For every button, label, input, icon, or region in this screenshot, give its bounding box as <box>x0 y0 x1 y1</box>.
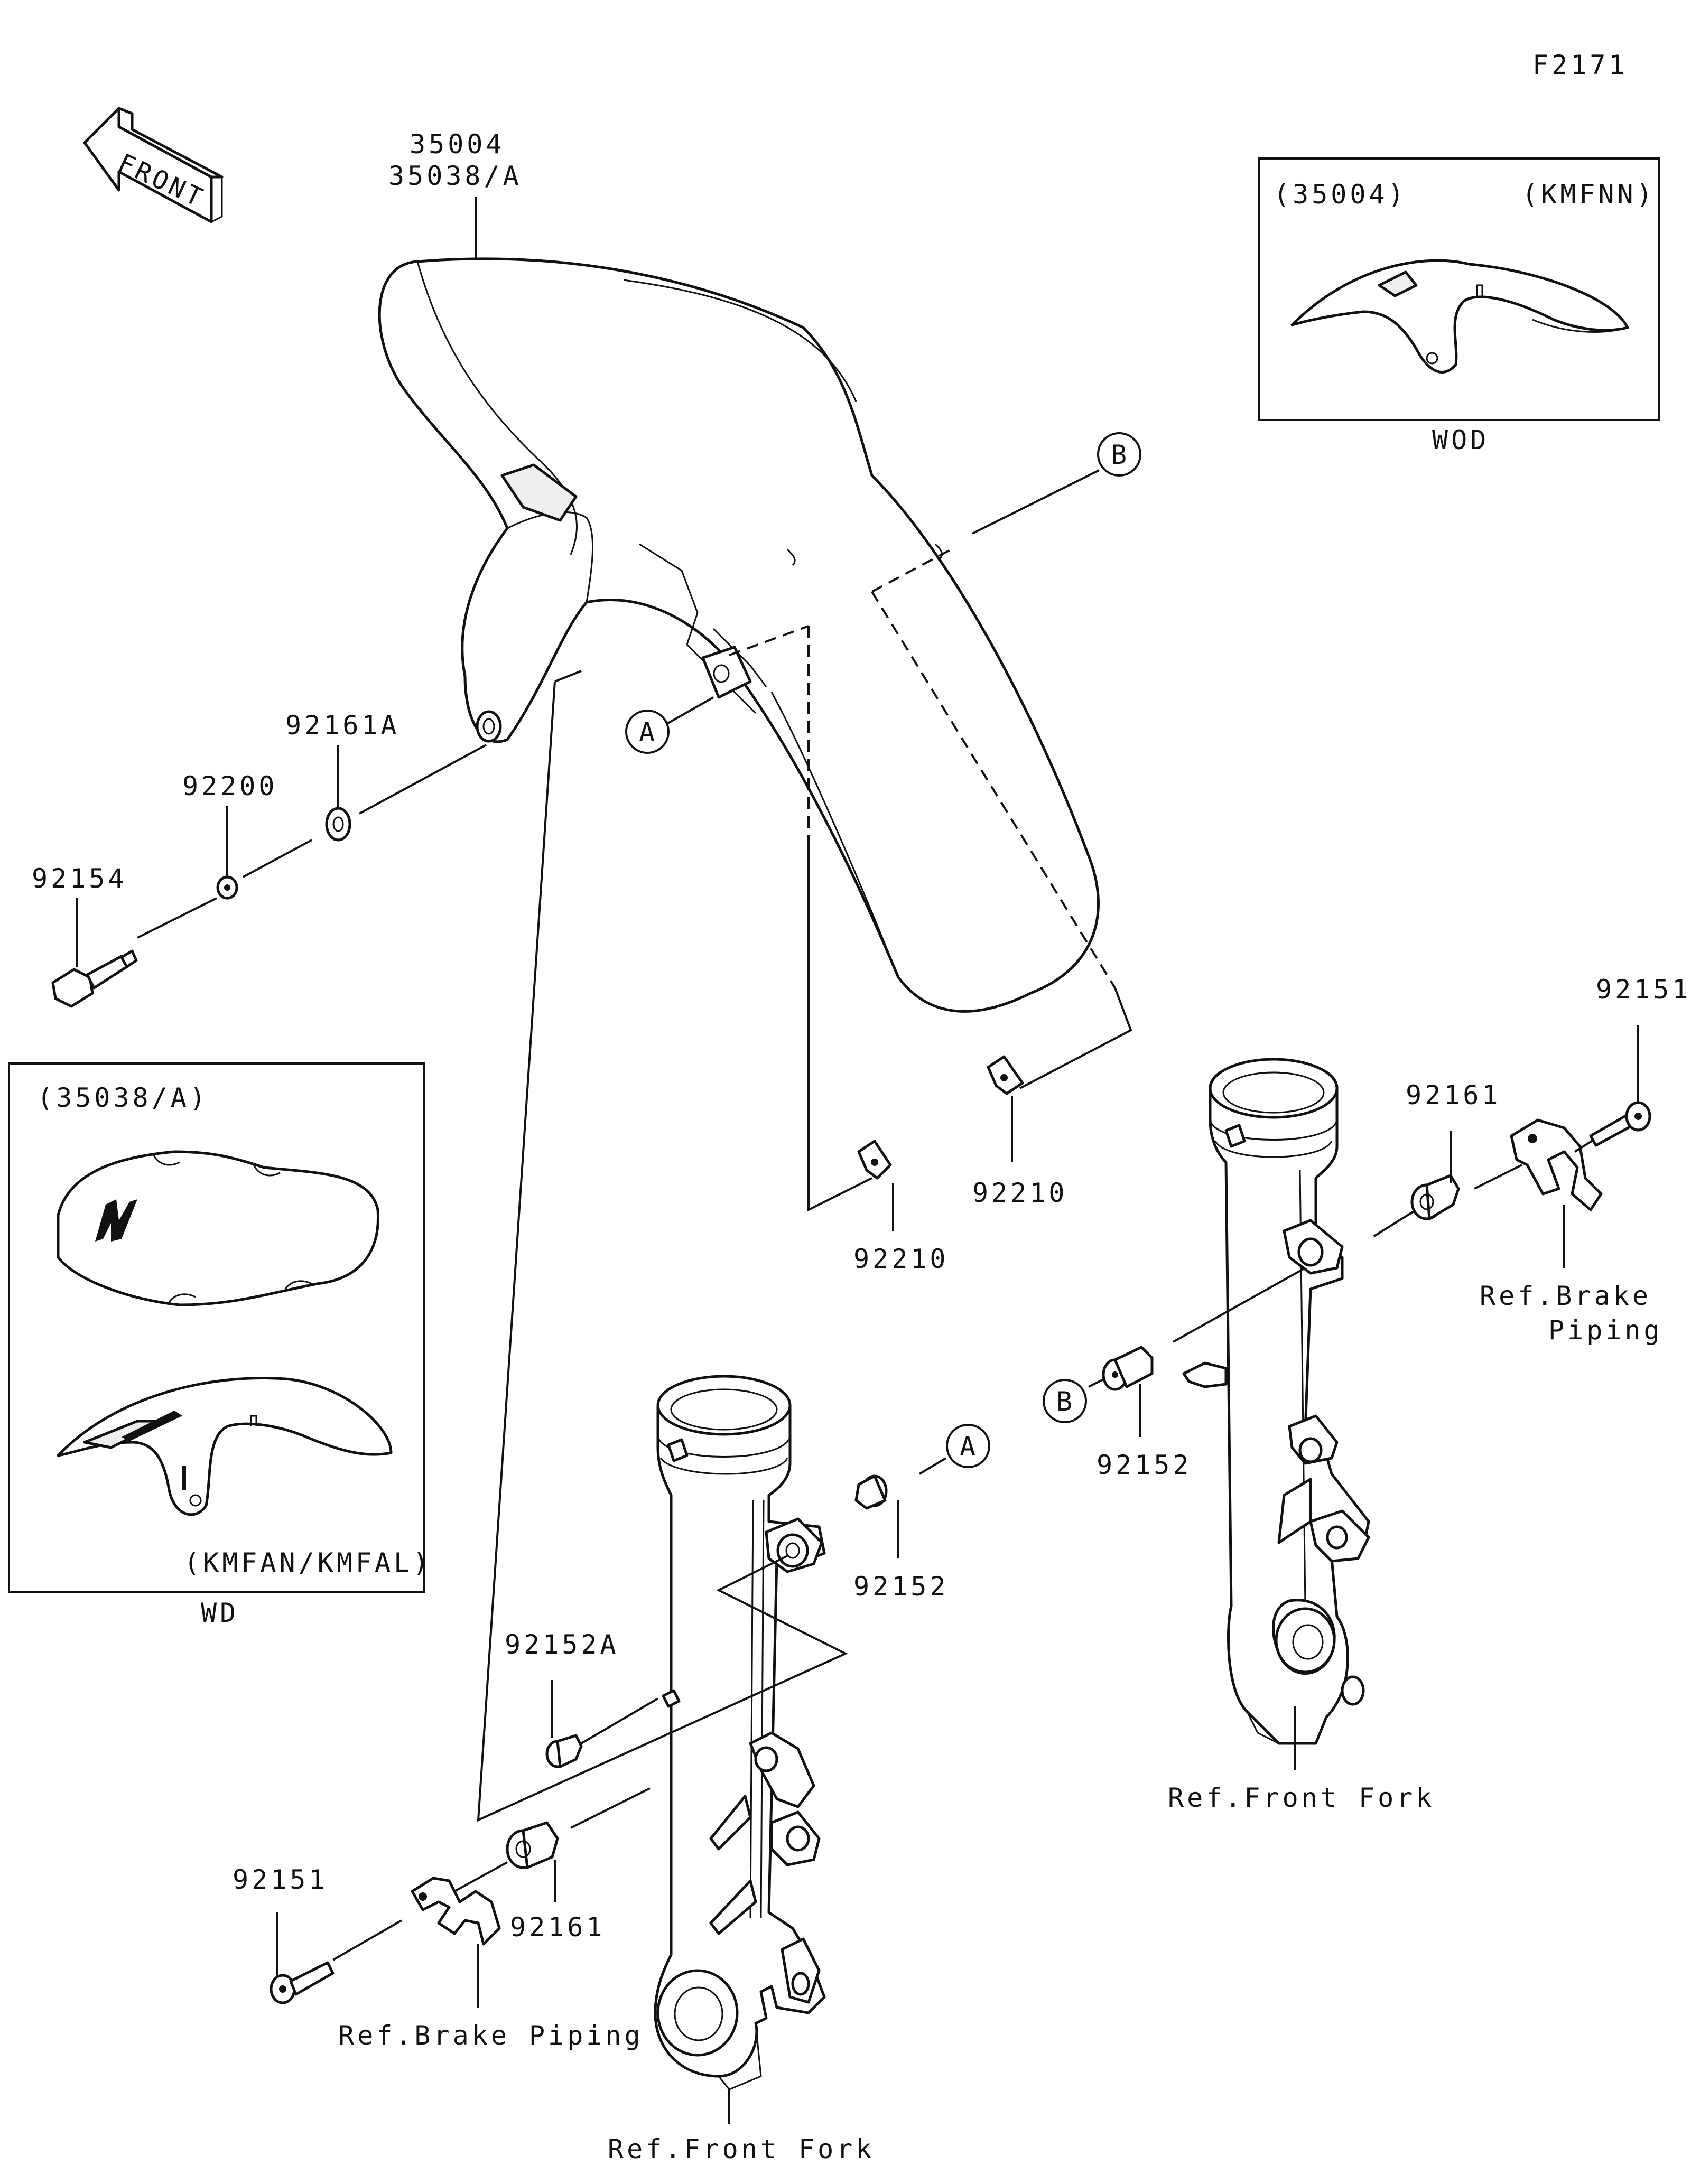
label-92161-right: 92161 <box>1406 1080 1501 1110</box>
inset-wd-header: (35038/A) <box>37 1082 209 1113</box>
callout-b-leader <box>972 469 1100 535</box>
callout-b-top: B <box>1111 440 1130 470</box>
fender-to-fork-leader <box>477 681 848 1822</box>
ref-brake-piping-left: Ref.Brake Piping <box>338 2020 644 2051</box>
ref-front-fork-left: Ref.Front Fork <box>608 2134 875 2164</box>
callout-a-center: A <box>960 1431 979 1462</box>
grommet-92161-right-icon <box>1410 1174 1460 1220</box>
brake-bracket-right-icon <box>1510 1118 1603 1211</box>
clip-nut-92210-right-icon <box>987 1055 1024 1095</box>
bolt-92152-center-icon <box>854 1474 888 1510</box>
bolt-92152A-icon <box>545 1734 583 1768</box>
inset-wod-frame <box>1258 157 1660 421</box>
label-92152-right: 92152 <box>1097 1450 1192 1480</box>
bolt-92152-right-icon <box>1102 1346 1154 1391</box>
label-92152A: 92152A <box>505 1629 619 1660</box>
front-arrow-icon: FRONT <box>83 107 224 223</box>
front-fender-drawing <box>378 257 1100 1013</box>
brake-bracket-left-icon <box>411 1877 501 1946</box>
label-92151-right: 92151 <box>1596 974 1691 1005</box>
center-bolt-axis-line <box>580 1697 659 1744</box>
bolt-92154-icon <box>51 949 138 1008</box>
inset-wd-fender-side-drawing <box>57 1377 393 1516</box>
right-grommet-axis-line <box>1373 1209 1417 1237</box>
fender-part-number-2: 35038/A <box>388 161 522 191</box>
grommet-92161A-icon <box>325 807 351 842</box>
figure-id: F2171 <box>1532 50 1628 80</box>
clip-nut-92210-left-icon <box>857 1140 892 1180</box>
left-bracket-axis-line <box>454 1861 508 1892</box>
label-92200: 92200 <box>182 771 278 801</box>
inset-wod-fender-drawing <box>1290 259 1629 374</box>
callout-a-circle-center <box>946 1424 990 1468</box>
leader-92210-right <box>1019 987 1132 1089</box>
label-92161-left: 92161 <box>510 1912 606 1943</box>
fender-to-fork-leader-top <box>554 670 582 683</box>
inset-wod-caption: WOD <box>1432 425 1489 455</box>
bolt-leader-line-3 <box>137 897 217 939</box>
bolt-92151-right-icon <box>1589 1101 1651 1147</box>
ref-brake-piping-right-2: Piping <box>1548 1315 1663 1346</box>
right-bracket-axis-line <box>1474 1164 1522 1190</box>
center-grommet-axis-line <box>570 1787 651 1829</box>
grommet-92161-left-icon <box>506 1821 559 1869</box>
ref-front-fork-right: Ref.Front Fork <box>1168 1782 1435 1813</box>
inset-wd-caption: WD <box>201 1598 239 1628</box>
inset-wd-frame <box>8 1062 425 1593</box>
right-bolt-axis-line <box>1173 1267 1306 1343</box>
callout-a-circle-top <box>625 710 670 754</box>
fender-part-number-1: 35004 <box>410 129 505 160</box>
inset-wd-fender-top-drawing <box>57 1150 380 1306</box>
callout-a-center-leader <box>918 1457 947 1475</box>
label-92210-left: 92210 <box>853 1244 949 1274</box>
callout-a-leader <box>666 696 714 725</box>
bolt-92151-left-icon <box>270 1961 335 2004</box>
leader-92210-left <box>807 835 872 1212</box>
label-92161A: 92161A <box>285 710 400 741</box>
inset-wd-footer: (KMFAN/KMFAL) <box>184 1547 432 1578</box>
callout-b-circle-top <box>1097 432 1141 477</box>
right-fork-leg-drawing <box>1182 1058 1370 1745</box>
label-92154: 92154 <box>32 863 127 894</box>
left-bolt-line <box>332 1919 402 1961</box>
bolt-leader-line-2 <box>243 839 312 878</box>
dashed-leader-right <box>871 591 1116 989</box>
callout-b-right-leader <box>1088 1378 1105 1388</box>
callout-b-circle-right <box>1043 1379 1087 1423</box>
center-fork-leg-drawing <box>654 1375 826 2090</box>
dashed-leader-right-top <box>871 548 952 593</box>
inset-wod-header-right: (KMFNN) <box>1522 179 1656 210</box>
washer-92200-icon <box>216 875 238 900</box>
dashed-leader-left-top <box>729 625 809 656</box>
callout-a-top: A <box>639 717 658 748</box>
label-92152-center: 92152 <box>853 1571 949 1602</box>
label-92210-right: 92210 <box>972 1178 1068 1208</box>
label-92151-left: 92151 <box>233 1864 328 1895</box>
inset-wod-header-left: (35004) <box>1274 179 1407 210</box>
ref-brake-piping-right-1: Ref.Brake <box>1480 1281 1651 1311</box>
callout-b-right: B <box>1056 1386 1075 1417</box>
bolt-leader-line <box>359 744 487 815</box>
